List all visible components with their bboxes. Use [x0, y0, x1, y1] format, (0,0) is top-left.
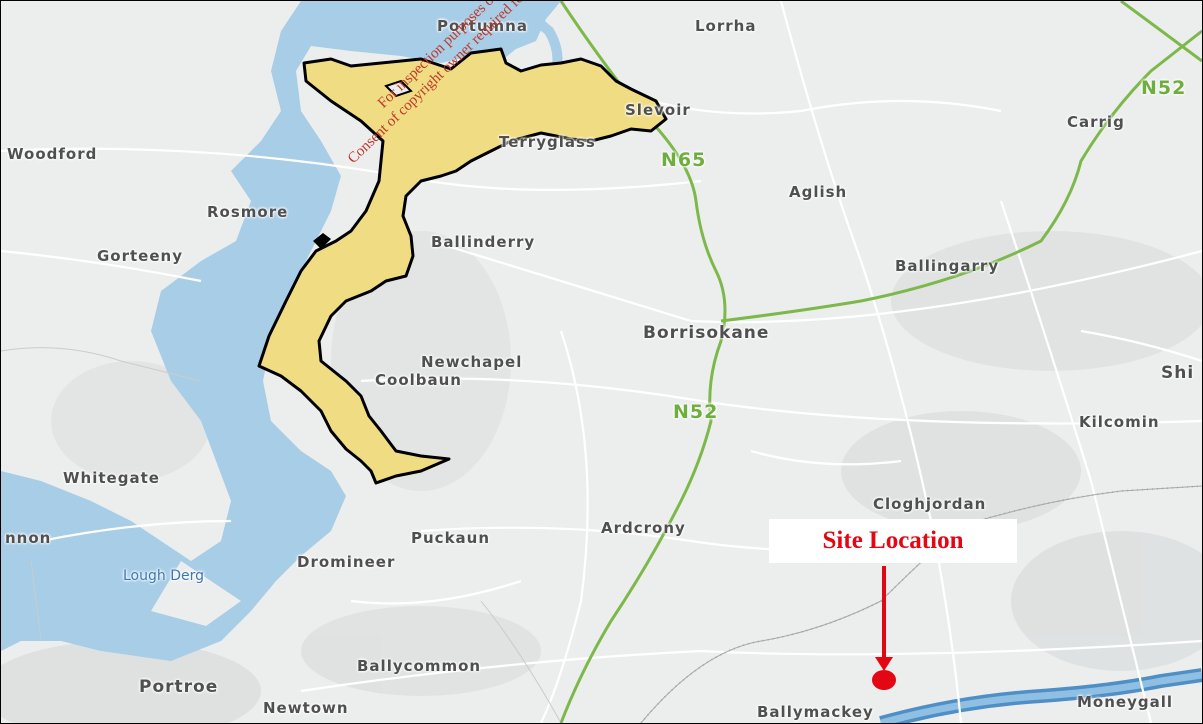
place-portroe: Portroe — [139, 677, 219, 697]
site-location-callout: Site Location — [769, 519, 1017, 563]
place-puckaun: Puckaun — [411, 529, 491, 547]
place-borrisokane: Borrisokane — [643, 323, 770, 343]
lough-derg-water — [1, 1, 561, 661]
place-lorrha: Lorrha — [695, 17, 757, 35]
place-kilcomin: Kilcomin — [1079, 413, 1160, 431]
road-label-n65: N65 — [661, 149, 707, 171]
site-arrow-head — [875, 657, 893, 671]
place-coolbaun: Coolbaun — [375, 371, 462, 389]
lough-derg-label: Lough Derg — [123, 568, 204, 584]
lake-island — [151, 561, 241, 626]
site-marker-dot — [872, 670, 896, 690]
place-nnon: nnon — [5, 529, 52, 547]
place-dromineer: Dromineer — [297, 553, 396, 571]
place-ardcrony: Ardcrony — [601, 519, 686, 537]
place-portumna: Portumna — [437, 17, 528, 35]
place-moneygall: Moneygall — [1077, 693, 1174, 711]
road-label-n52-mid: N52 — [673, 401, 719, 423]
place-ballinderry: Ballinderry — [431, 233, 536, 251]
place-carrig: Carrig — [1067, 113, 1125, 131]
place-gorteeny: Gorteeny — [97, 247, 183, 265]
boundary-lines — [1, 347, 562, 723]
place-rosmore: Rosmore — [207, 203, 289, 221]
river-north — [517, 1, 563, 73]
place-terryglass: Terryglass — [499, 133, 596, 151]
place-ballingarry: Ballingarry — [895, 257, 1000, 275]
site-location-label: Site Location — [822, 527, 964, 554]
place-ballycommon: Ballycommon — [357, 657, 482, 675]
place-slevoir: Slevoir — [625, 101, 691, 119]
place-shi: Shi — [1161, 363, 1195, 383]
place-woodford: Woodford — [7, 145, 98, 163]
place-aglish: Aglish — [789, 183, 848, 201]
place-cloghjordan: Cloghjordan — [873, 495, 987, 513]
place-whitegate: Whitegate — [63, 469, 160, 487]
road-label-n52-north: N52 — [1141, 77, 1187, 99]
place-newtown: Newtown — [263, 699, 349, 717]
designated-area — [257, 47, 668, 485]
small-island — [313, 233, 331, 249]
place-newchapel: Newchapel — [421, 353, 523, 371]
place-ballymackey: Ballymackey — [757, 703, 874, 721]
